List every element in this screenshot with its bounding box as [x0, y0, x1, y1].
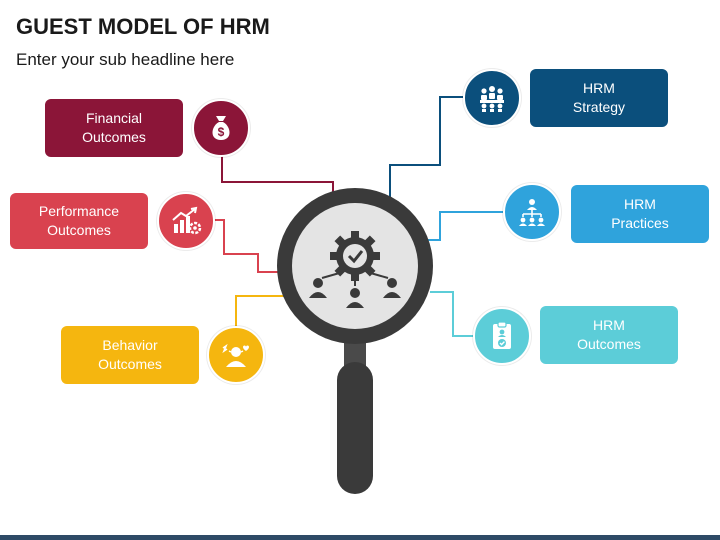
- hrm-outcomes-box: HRM Outcomes: [540, 306, 678, 364]
- growth-chart-gear-icon: [172, 206, 202, 235]
- strategy-icon-circle: [463, 69, 521, 127]
- performance-outcomes-box: Performance Outcomes: [10, 193, 148, 249]
- connector-behavior: [235, 295, 285, 328]
- connector-financial: [221, 150, 334, 200]
- financial-outcomes-box: Financial Outcomes: [45, 99, 183, 157]
- clipboard-check-icon: [493, 321, 511, 349]
- connector-performance: [212, 219, 282, 273]
- connector-strategy: [389, 96, 463, 200]
- performance-icon-circle: [157, 192, 215, 250]
- money-bag-icon: $: [212, 116, 230, 140]
- financial-icon-circle: $: [192, 99, 250, 157]
- connector-outcomes: [430, 291, 473, 337]
- hrm-practices-box: HRM Practices: [571, 185, 709, 243]
- team-meeting-icon: [480, 86, 504, 112]
- outcomes-icon-circle: [473, 307, 531, 365]
- org-chart-icon: [519, 199, 545, 226]
- hrm-strategy-box: HRM Strategy: [530, 69, 668, 127]
- connector-practices: [424, 211, 503, 241]
- svg-text:$: $: [218, 125, 225, 139]
- practices-icon-circle: [503, 183, 561, 241]
- page-title: GUEST MODEL OF HRM: [16, 14, 270, 39]
- bottom-accent-bar: [0, 535, 720, 540]
- magnifier-handle: [337, 362, 373, 494]
- behavior-outcomes-box: Behavior Outcomes: [61, 326, 199, 384]
- person-emotions-icon: [222, 343, 249, 367]
- page-subtitle: Enter your sub headline here: [16, 50, 235, 69]
- behavior-icon-circle: [207, 326, 265, 384]
